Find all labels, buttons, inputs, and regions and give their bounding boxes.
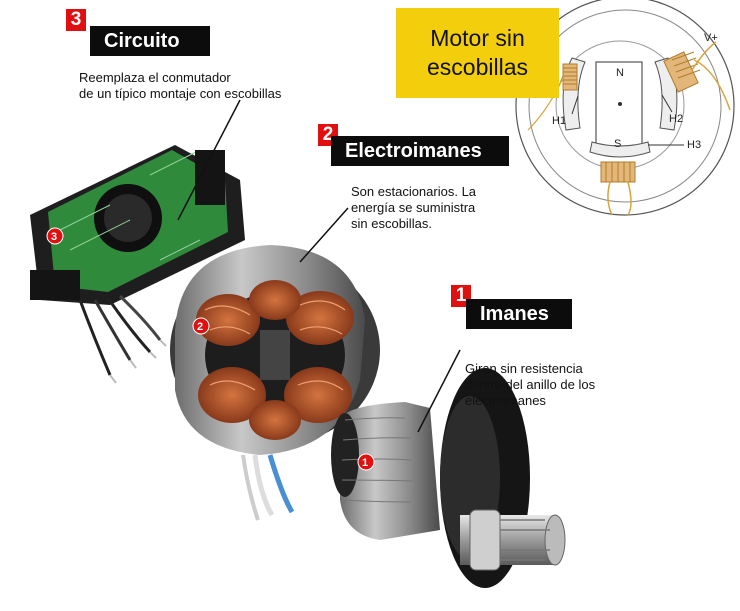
schematic-label-h2: H2 <box>669 113 683 125</box>
motor-title-line2: escobillas <box>427 54 528 80</box>
marker-rotor-label: 1 <box>362 457 368 469</box>
imanes-desc-line-2: dentro del anillo de los <box>465 377 596 392</box>
stator <box>170 245 380 521</box>
imanes-description: Giran sin resistencia dentro del anillo … <box>465 361 595 409</box>
electroimanes-description: Son estacionarios. La energía se suminis… <box>351 184 476 232</box>
motor-title-line1: Motor sin <box>430 25 525 51</box>
circuito-description: Reemplaza el conmutador de un típico mon… <box>79 70 281 102</box>
schematic-diagram: N S H1 H2 H3 V+ <box>515 0 735 216</box>
circuito-title: Circuito <box>90 26 210 56</box>
electroimanes-desc-line-3: sin escobillas. <box>351 216 432 231</box>
imanes-desc-line-1: Giran sin resistencia <box>465 361 583 376</box>
electroimanes-desc-line-2: energía se suministra <box>351 200 476 215</box>
schematic-label-h3: H3 <box>687 139 701 151</box>
electroimanes-desc-line-1: Son estacionarios. La <box>351 184 477 199</box>
marker-stator-label: 2 <box>197 321 203 333</box>
imanes-desc-line-3: electroimanes <box>465 393 546 408</box>
marker-stator: 2 <box>192 317 210 335</box>
marker-rotor: 1 <box>357 453 375 471</box>
schematic-label-s: S <box>614 138 621 150</box>
schematic-label-h1: H1 <box>552 115 566 127</box>
marker-circuit: 3 <box>46 227 64 245</box>
electroimanes-title: Electroimanes <box>331 136 509 166</box>
circuito-number-badge: 3 <box>66 9 86 31</box>
schematic-label-n: N <box>616 67 624 79</box>
schematic-label-vplus: V+ <box>704 32 718 44</box>
schematic-coil-left <box>562 63 578 91</box>
callout-line-electroimanes <box>299 207 349 263</box>
motor-title-box: Motor sin escobillas <box>396 8 559 98</box>
imanes-title: Imanes <box>466 299 572 329</box>
schematic-coil-bottom <box>600 161 636 183</box>
circuito-desc-line-2: de un típico montaje con escobillas <box>79 86 282 101</box>
circuit-board <box>30 145 245 384</box>
copper-windings <box>196 280 354 440</box>
circuito-desc-line-1: Reemplaza el conmutador <box>79 70 231 85</box>
callout-line-imanes <box>417 349 461 433</box>
marker-circuit-label: 3 <box>51 231 57 243</box>
schematic-coil-right <box>663 51 701 93</box>
rotor <box>331 368 566 588</box>
callout-line-circuito <box>177 99 241 221</box>
